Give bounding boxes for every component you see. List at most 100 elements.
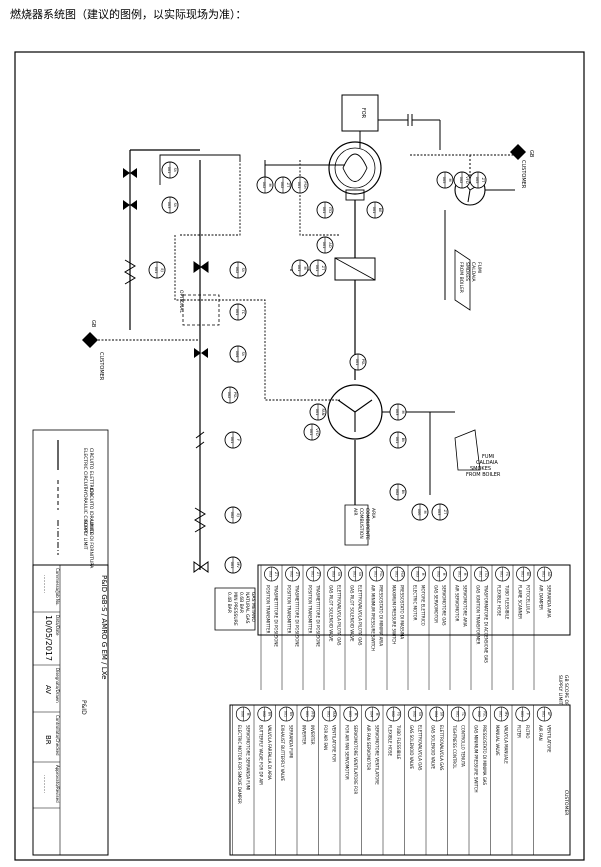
- customer-label-right: CUSTOMER: [520, 160, 526, 189]
- drawing-date: 10/05/2017: [44, 615, 53, 661]
- svg-text:0.4B BAR: 0.4B BAR: [226, 592, 232, 613]
- row-tag: ZT: [295, 572, 299, 577]
- row-number: 006: [240, 711, 244, 717]
- row-tag: AD: [547, 572, 551, 577]
- instrument-number: 001: [309, 429, 313, 436]
- supply-limit-marker-right: [510, 144, 526, 160]
- row-en: INVERTER: [301, 725, 306, 745]
- row-number: 004: [434, 711, 438, 717]
- gb-label-right: GB: [528, 150, 534, 158]
- svg-text:AV: AV: [44, 685, 52, 694]
- filter-symbol: [195, 431, 205, 449]
- row-en: MANUAL VALVE: [495, 725, 500, 756]
- svg-text:CALDAIA: CALDAIA: [476, 460, 498, 466]
- instrument-tag: ZT: [481, 178, 485, 183]
- row-tag: SV: [418, 712, 422, 717]
- for-box: [341, 94, 379, 132]
- instrument-tag: ZT: [443, 510, 447, 515]
- row-number: 001: [311, 571, 315, 577]
- instrument-number: 006: [417, 509, 421, 517]
- row-number: 001: [541, 711, 545, 717]
- instrument-tag: VFD: [315, 428, 319, 436]
- main-valve-sv002: [193, 261, 209, 273]
- instrument-tag: SV: [173, 168, 177, 173]
- row-en: GAS SOLENOID VALVE: [409, 725, 414, 770]
- instrument-number: 001: [235, 309, 239, 316]
- row-it: ELETTROVALVOLA GAS: [439, 725, 444, 771]
- gb-label-left: GB: [90, 320, 96, 328]
- instrument-number: 002: [227, 392, 231, 399]
- row-it: INVERTER: [310, 725, 315, 745]
- row-tag: ZT: [316, 572, 320, 577]
- svg-text:Commessa/Job No.: Commessa/Job No.: [55, 568, 60, 606]
- row-en: TIGHTNESS CONTROL: [452, 724, 457, 769]
- svg-text:CALDAIA: CALDAIA: [470, 262, 476, 283]
- row-number: 001: [520, 711, 524, 717]
- instrument-tag: TC: [241, 309, 245, 315]
- row-en: AIR SERVOMOTOR: [454, 585, 459, 622]
- row-tag: TC: [461, 711, 465, 717]
- row-it: ELETTROVALVOLA PILOTA GAS: [358, 585, 363, 646]
- row-it: TUBO FLESSIBILE: [505, 584, 510, 620]
- row-en: FILTER: [516, 725, 521, 738]
- for-box-label: FOR: [360, 108, 366, 119]
- svg-text:Disegnato/Drawn: Disegnato/Drawn: [55, 668, 60, 703]
- row-en: FOR AIR FAN SERVOMOTOR: [344, 725, 349, 780]
- row-number: 002: [290, 571, 294, 577]
- instrument-tag: M: [268, 183, 272, 186]
- instrument-number: 001: [315, 265, 319, 272]
- instrument-number: 001: [322, 207, 326, 214]
- instrument-number: 005: [475, 177, 479, 184]
- svg-text:FROM BOILER: FROM BOILER: [458, 262, 464, 293]
- row-en: FOR AIR FAN: [323, 725, 328, 750]
- row-it: TRASFORMATORE DI ACCENSIONE GAS: [484, 584, 489, 663]
- row-it: ELETTROVALVOLA GAS: [417, 725, 422, 771]
- svg-text:SMOKES: SMOKES: [464, 262, 470, 281]
- instrument-number: 003: [167, 202, 171, 209]
- row-it: FOTOCELLULA: [526, 585, 531, 614]
- row-tag: FAN: [332, 711, 336, 718]
- instrument-tag: ZT: [286, 183, 290, 188]
- drawing-title: P&ID GB-S / AMRO G EM / LXe: [100, 575, 108, 679]
- row-number: 001: [395, 571, 399, 577]
- main-flexible: [194, 507, 206, 533]
- row-number: 001: [374, 571, 378, 577]
- row-tag: BV: [289, 712, 293, 717]
- svg-text:GAS METANO: GAS METANO: [250, 592, 256, 622]
- svg-text:NATURAL GAS: NATURAL GAS: [244, 592, 250, 624]
- svg-text:…………: …………: [42, 775, 47, 793]
- svg-text:0.6B BAR: 0.6B BAR: [238, 592, 244, 613]
- instrument-tag: BE: [378, 208, 382, 213]
- instrument-tag: M: [448, 178, 452, 181]
- instrument-number: 004: [235, 351, 239, 359]
- svg-text:MIN PRESSURE: MIN PRESSURE: [232, 592, 238, 626]
- row-tag: PSL: [482, 711, 486, 717]
- instrument-number: 005: [442, 177, 446, 184]
- row-en: GAS SERVOMOTOR: [433, 585, 438, 623]
- row-it: TRASMETTITORE DI POSIZIONE: [274, 584, 279, 647]
- smokes-from-boiler-top: FUMI CALDAIA SMOKES FROM BOILER: [444, 210, 482, 311]
- row-it: CONTROLLO TENUTA: [460, 725, 465, 767]
- row-number: 002: [262, 711, 266, 717]
- instrument-number: 003: [437, 509, 441, 516]
- svg-text:SUPPLY LIMIT: SUPPLY LIMIT: [557, 675, 563, 705]
- row-en: GAS MINIMUM PRESSURE SWITCH: [473, 725, 478, 793]
- row-number: 001: [326, 711, 330, 717]
- svg-text:ARIA: ARIA: [370, 508, 376, 520]
